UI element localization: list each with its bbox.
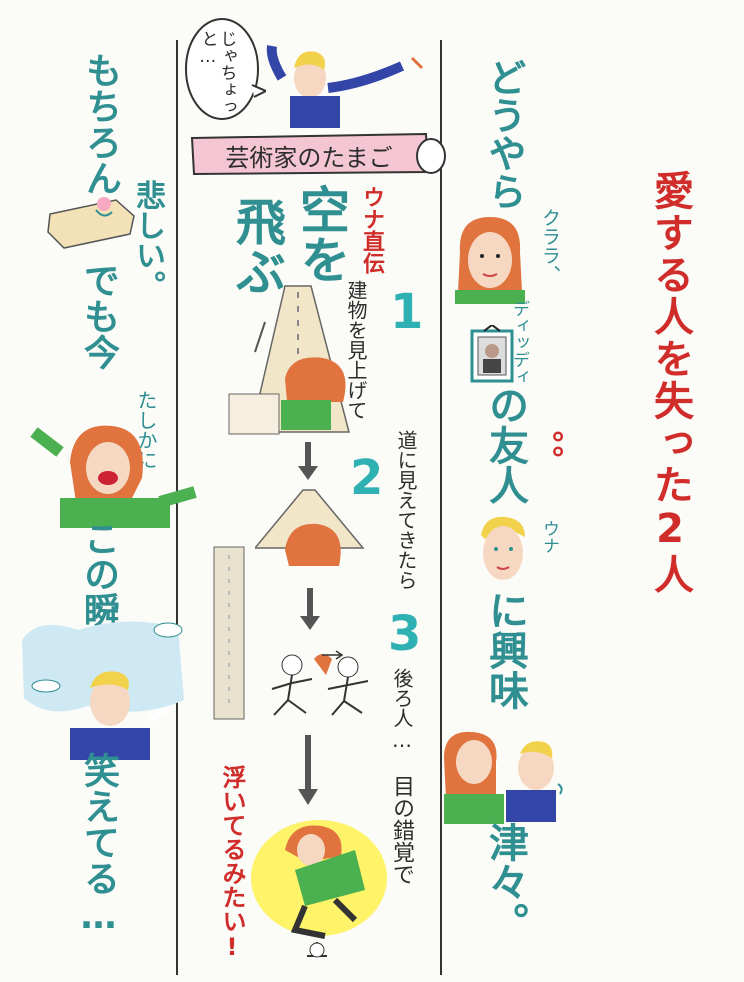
no-yujin-text: の友人 bbox=[482, 385, 528, 505]
clara-una-hug-illustration bbox=[444, 731, 563, 824]
floating-text: 浮いてるみたい! bbox=[218, 765, 246, 961]
sky-man-illustration bbox=[22, 621, 184, 760]
artist-man-illustration bbox=[266, 45, 424, 128]
dots-text: 。。 bbox=[528, 430, 563, 475]
floating-clara-illustration bbox=[251, 820, 387, 958]
right-title: 愛する人を失った2人 bbox=[647, 170, 693, 596]
step-3-number: 3 bbox=[388, 606, 422, 662]
una-label: ウナ bbox=[539, 520, 559, 554]
step-1-number: 1 bbox=[390, 284, 424, 340]
left-divider bbox=[176, 40, 178, 975]
step-1-illustration bbox=[228, 285, 350, 435]
tall-building-illustration bbox=[213, 546, 245, 720]
ribbon-text: 芸術家のたまご bbox=[225, 144, 393, 172]
title-sora: 空を bbox=[292, 184, 350, 284]
step-3-text: 後ろ人… bbox=[390, 668, 414, 752]
mochiron-text: もちろん bbox=[80, 52, 121, 196]
diddy-name: ディッディ bbox=[509, 300, 529, 385]
ni-kyoumi-text: に興味 bbox=[482, 590, 528, 710]
step-2-illustration bbox=[255, 489, 365, 566]
clara-illustration bbox=[455, 217, 525, 304]
diddy-portrait-frame bbox=[470, 325, 514, 383]
arrow-down-3-icon bbox=[298, 735, 318, 805]
waraeteru-text: 笑えてる… bbox=[78, 752, 119, 937]
step-1-text: 建物を見上げて bbox=[344, 280, 368, 420]
douyara-text: どうやら bbox=[482, 58, 526, 210]
title-tobu: 飛ぶ bbox=[228, 196, 286, 296]
step-3-illustration bbox=[271, 650, 369, 716]
kanashii-text: 悲しい。 bbox=[130, 180, 165, 300]
clara-name: クララ、 bbox=[539, 208, 561, 284]
arrow-down-1-icon bbox=[298, 442, 318, 480]
right-divider bbox=[440, 40, 442, 975]
speech-bubble bbox=[185, 18, 266, 120]
speech-bubble-text: じゃちょっと… bbox=[197, 30, 237, 115]
shinshin-text: 津々。 bbox=[482, 822, 528, 942]
illusion-text: 目の錯覚で bbox=[389, 775, 414, 885]
coffin-illustration bbox=[47, 197, 135, 249]
step-2-number: 2 bbox=[350, 450, 384, 506]
step-2-text: 道に見えてきたら bbox=[394, 430, 418, 590]
arrow-down-2-icon bbox=[300, 588, 320, 630]
demo-ima-text: でも今 bbox=[78, 262, 119, 370]
una-chokuden: ウナ直伝 bbox=[359, 186, 384, 274]
egg-icon bbox=[416, 138, 446, 174]
una-face-illustration bbox=[481, 516, 525, 580]
clara-laughing-illustration bbox=[30, 425, 197, 528]
